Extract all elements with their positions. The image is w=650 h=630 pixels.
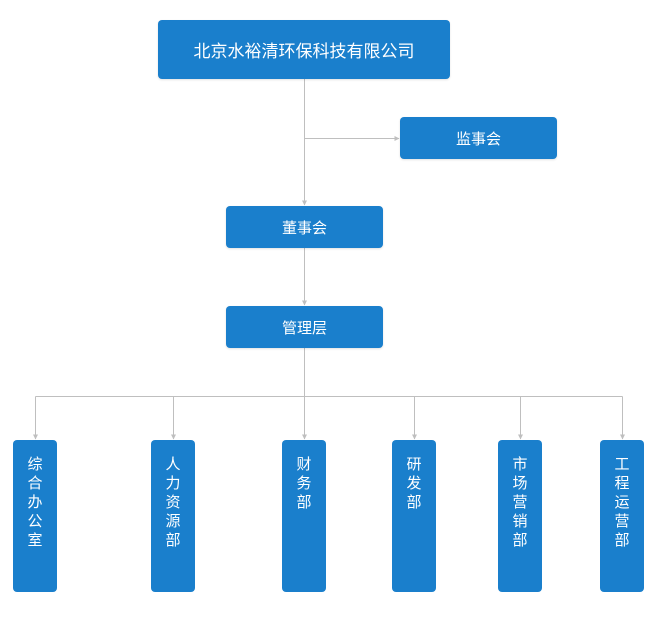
department-node-general-office: 综合办公室 (13, 440, 57, 592)
department-label: 人力资源部 (163, 456, 182, 551)
supervisory-board-node: 监事会 (400, 117, 557, 159)
department-label: 研发部 (404, 456, 423, 513)
company-label: 北京水裕清环保科技有限公司 (193, 42, 415, 62)
department-label: 财务部 (294, 456, 313, 513)
company-node: 北京水裕清环保科技有限公司 (158, 20, 450, 79)
department-label: 工程运营部 (612, 456, 631, 551)
department-node-human-resources: 人力资源部 (151, 440, 195, 592)
management-label: 管理层 (281, 318, 327, 337)
supervisory-board-label: 监事会 (455, 129, 501, 148)
department-label: 综合办公室 (25, 456, 44, 551)
department-node-engineering-operations: 工程运营部 (600, 440, 644, 592)
department-label: 市场营销部 (510, 456, 529, 551)
board-label: 董事会 (281, 218, 327, 237)
department-node-rnd: 研发部 (392, 440, 436, 592)
department-node-marketing: 市场营销部 (498, 440, 542, 592)
department-node-finance: 财务部 (282, 440, 326, 592)
board-node: 董事会 (226, 206, 383, 248)
management-node: 管理层 (226, 306, 383, 348)
